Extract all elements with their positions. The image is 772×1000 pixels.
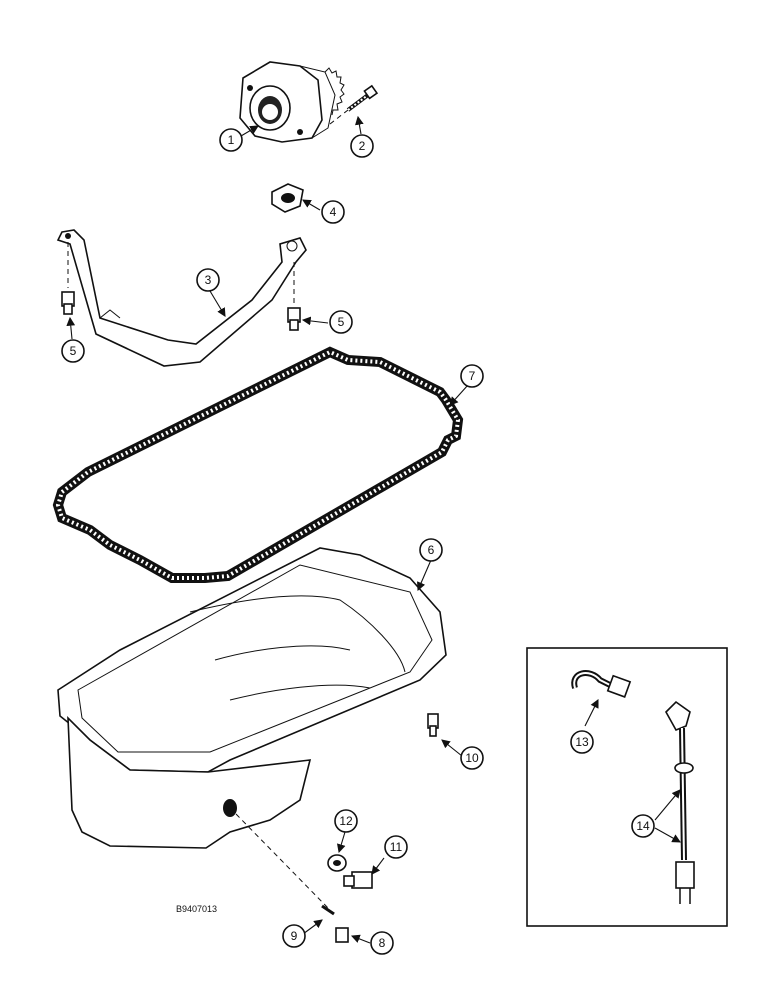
pickup-gasket	[271, 183, 304, 213]
callout-3: 3	[196, 268, 220, 292]
svg-text:6: 6	[428, 543, 435, 557]
callout-4: 4	[321, 200, 345, 224]
svg-text:3: 3	[205, 273, 212, 287]
callout-12: 12	[334, 809, 358, 833]
callout-1: 1	[219, 128, 243, 152]
callout-5b: 5	[329, 310, 353, 334]
svg-text:2: 2	[359, 139, 366, 153]
heater-cord	[665, 700, 695, 904]
inset-panel	[526, 647, 728, 927]
svg-text:1: 1	[228, 133, 235, 147]
suction-tube	[56, 229, 307, 367]
svg-text:11: 11	[390, 840, 403, 854]
callout-11: 11	[384, 835, 408, 859]
svg-text:4: 4	[330, 205, 337, 219]
callout-14: 14	[631, 814, 655, 838]
drawing-reference: B9407013	[176, 904, 217, 914]
callout-6: 6	[419, 538, 443, 562]
callout-5a: 5	[61, 339, 85, 363]
callout-2: 2	[350, 134, 374, 158]
callout-9: 9	[282, 924, 306, 948]
heater-element	[571, 670, 632, 698]
leader-lines	[66, 115, 681, 944]
svg-text:5: 5	[338, 315, 345, 329]
svg-text:14: 14	[636, 819, 650, 833]
oil-pan	[57, 547, 447, 911]
pump-bolt	[329, 84, 379, 125]
callout-10: 10	[460, 746, 484, 770]
svg-text:10: 10	[465, 751, 479, 765]
callout-13: 13	[570, 730, 594, 754]
pan-gasket	[52, 346, 464, 583]
svg-text:12: 12	[339, 814, 353, 828]
svg-text:13: 13	[575, 735, 589, 749]
drain-parts	[321, 713, 439, 943]
svg-text:7: 7	[469, 369, 476, 383]
oil-pump	[239, 61, 345, 143]
tube-screws	[61, 291, 301, 331]
callout-7: 7	[460, 364, 484, 388]
svg-text:5: 5	[70, 344, 77, 358]
svg-text:8: 8	[379, 936, 386, 950]
callout-8: 8	[370, 931, 394, 955]
svg-text:9: 9	[291, 929, 298, 943]
